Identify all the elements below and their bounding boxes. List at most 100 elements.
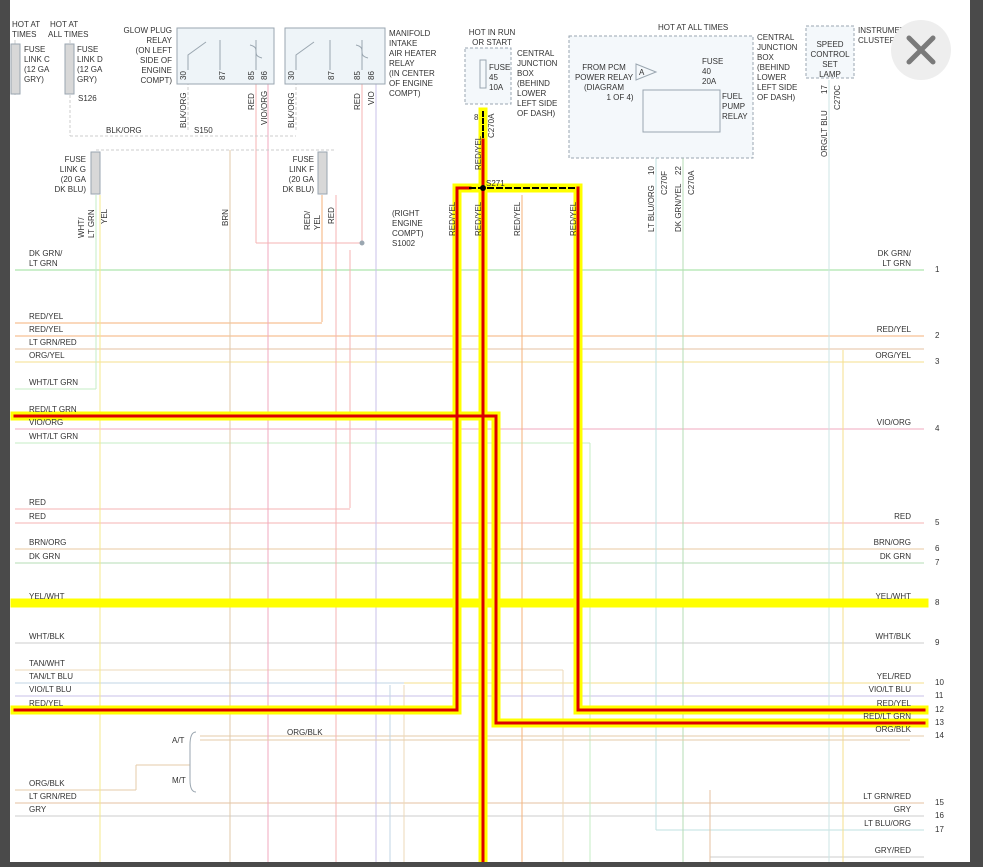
left-label-16: TAN/WHT <box>29 659 65 668</box>
pin-number-4: 4 <box>935 424 940 433</box>
lbl-brn-v: BRN <box>221 209 230 226</box>
fuse-link-f <box>317 151 328 195</box>
lbl-mt: M/T <box>172 776 186 785</box>
right-label-11: VIO/LT BLU <box>869 685 912 694</box>
left-label-20: ORG/BLK <box>29 779 65 788</box>
left-label-6: WHT/LT GRN <box>29 378 78 387</box>
man-wire-vio: VIO <box>367 91 376 105</box>
pin-number-15: 15 <box>935 798 944 807</box>
right-wire-labels: DK GRN/LT GRN1RED/YEL2ORG/YEL3VIO/ORG4RE… <box>863 249 944 855</box>
right-label-2: RED/YEL <box>877 325 912 334</box>
left-label-0: DK GRN/ <box>29 249 63 258</box>
lbl-pin-10: 10 <box>647 166 656 175</box>
right-label-12: RED/YEL <box>877 699 912 708</box>
cjb-box-1 <box>464 47 512 105</box>
lbl-yel-v: YEL <box>100 208 109 224</box>
cjb-box-2 <box>568 35 754 159</box>
left-label-22: GRY <box>29 805 47 814</box>
lbl-red-yel-d1: RED/YEL <box>448 201 457 236</box>
left-label-12: BRN/ORG <box>29 538 66 547</box>
pin-number-6: 6 <box>935 544 940 553</box>
right-label-13: RED/LT GRN <box>863 712 911 721</box>
left-label-8: VIO/ORG <box>29 418 63 427</box>
right-label-17: LT BLU/ORG <box>864 819 911 828</box>
right-label-10: YEL/RED <box>877 672 911 681</box>
left-wire-labels: DK GRN/LT GRN RED/YEL RED/YEL LT GRN/RED ORG… <box>29 249 78 814</box>
left-label-7: RED/LT GRN <box>29 405 77 414</box>
lbl-pin-8: 8 <box>474 113 479 122</box>
lbl-at: A/T <box>172 736 185 745</box>
lbl-blk-org: BLK/ORG <box>106 126 142 135</box>
man-wire-red: RED <box>353 93 362 110</box>
man-pin-87: 87 <box>327 71 336 80</box>
pin-number-8: 8 <box>935 598 940 607</box>
lbl-org-blk-mid: ORG/BLK <box>287 728 323 737</box>
left-label-14: YEL/WHT <box>29 592 65 601</box>
left-label-5: ORG/YEL <box>29 351 65 360</box>
lbl-c270c: C270C <box>833 85 842 110</box>
manifold-relay-box <box>284 27 386 85</box>
right-label-8: YEL/WHT <box>875 592 911 601</box>
pin-number-14: 14 <box>935 731 944 740</box>
s271-splice <box>480 185 486 191</box>
hl-red-lt-grn-core <box>13 414 926 725</box>
left-label-13: DK GRN <box>29 552 60 561</box>
right-label-4: VIO/ORG <box>877 418 911 427</box>
glow-wire-red: RED <box>247 93 256 110</box>
lbl-red-yel-d3: RED/YEL <box>513 201 522 236</box>
right-label-6: BRN/ORG <box>874 538 911 547</box>
lbl-s126: S126 <box>78 94 97 103</box>
glow-pin-85: 85 <box>247 71 256 80</box>
hl-red-lt-grn-run <box>10 411 929 728</box>
right-label-18: GRY/RED <box>875 846 912 855</box>
lbl-connector-a: A <box>639 68 645 77</box>
pin-number-11: 11 <box>935 691 944 700</box>
lbl-red-yel-main: RED/YEL <box>474 135 483 170</box>
lbl-pin-17: 17 <box>820 85 829 94</box>
left-label-2: RED/YEL <box>29 312 64 321</box>
fuse-45-element <box>479 59 487 89</box>
left-label-3: RED/YEL <box>29 325 64 334</box>
lbl-c270a-2: C270A <box>687 170 696 195</box>
right-label-15: LT GRN/RED <box>863 792 911 801</box>
manifold-relay-switch <box>295 40 369 70</box>
right-label-14: ORG/BLK <box>875 725 911 734</box>
left-label-17: TAN/LT BLU <box>29 672 73 681</box>
fuse-link-g <box>90 151 101 195</box>
lbl-red-yel-d4: RED/YEL <box>569 201 578 236</box>
close-icon <box>906 35 936 65</box>
left-label-21: LT GRN/RED <box>29 792 77 801</box>
left-label-10: RED <box>29 498 46 507</box>
connector-a-marker <box>635 63 658 81</box>
lbl-red-fl: RED <box>327 207 336 224</box>
pin-number-17: 17 <box>935 825 944 834</box>
close-button[interactable] <box>891 20 951 80</box>
left-label-1: LT GRN <box>29 259 58 268</box>
at-mt-brace <box>189 731 197 793</box>
glow-pin-86: 86 <box>260 71 269 80</box>
right-label-5: RED <box>894 512 911 521</box>
right-label-7: DK GRN <box>880 552 911 561</box>
lbl-s271: S271 <box>486 179 505 188</box>
right-label-16: GRY <box>894 805 912 814</box>
pin-number-2: 2 <box>935 331 940 340</box>
fuel-pump-relay-box <box>642 89 721 133</box>
glow-wire-vio-org: VIO/ORG <box>260 91 269 125</box>
pin-number-10: 10 <box>935 678 944 687</box>
fuse-link-c <box>10 43 21 95</box>
lbl-org-lt-blu: ORG/LT BLU <box>820 110 829 157</box>
